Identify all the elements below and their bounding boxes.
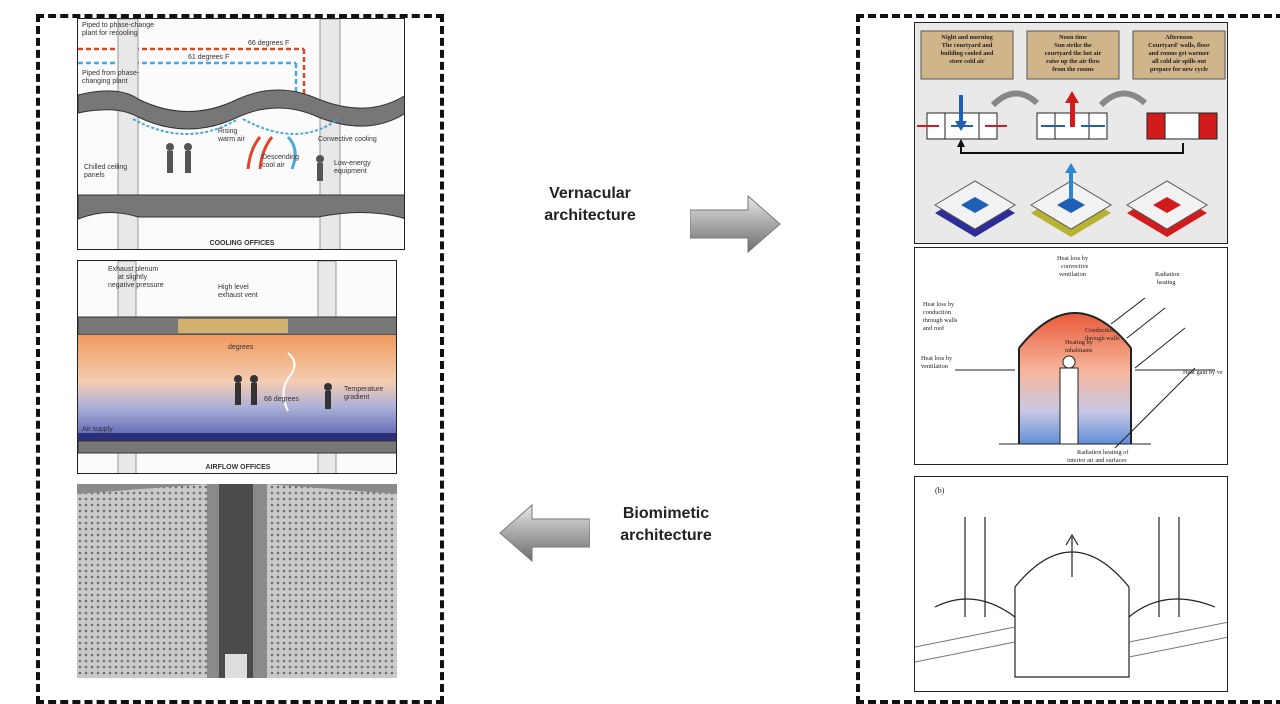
- chilled-label-1: Chilled ceiling: [84, 164, 127, 171]
- dome-conduction-1: Heat loss by: [923, 301, 955, 308]
- box2-line2: Sun strike the: [1054, 42, 1092, 49]
- biomimetic-label: Biomimetic architecture: [606, 503, 726, 547]
- dome-heat-diagram: Heat loss by convective ventilation Radi…: [914, 247, 1228, 465]
- cistern-tag: (b): [935, 486, 945, 495]
- vernacular-label-line2: architecture: [544, 207, 636, 224]
- dome-conduction-4: and roof: [923, 325, 945, 332]
- air-supply-label: Air supply: [82, 426, 113, 433]
- temp-66-label: 66 degrees F: [248, 40, 289, 47]
- descending-label-1: Descending: [262, 154, 299, 161]
- piped-to-label-1: Piped to phase-change: [82, 22, 154, 29]
- piped-from-label-1: Piped from phase-: [82, 70, 140, 77]
- box1-line2: The courtyard and: [942, 42, 993, 49]
- gradient-label-1: Temperature: [344, 386, 383, 393]
- dome-interior-2: interior air and surfaces: [1067, 457, 1127, 464]
- box1-line4: store cold air: [949, 58, 984, 65]
- temp-61-label: 61 degrees F: [188, 54, 229, 61]
- vernacular-label: Vernacular architecture: [530, 183, 650, 227]
- high-level-label-2: exhaust vent: [218, 292, 258, 299]
- dome-convective-2: convective: [1061, 263, 1088, 270]
- low-energy-label-2: equipment: [334, 168, 367, 175]
- dome-convective-1: Heat loss by: [1057, 255, 1089, 262]
- exhaust-label-1: Exhaust plenum: [108, 266, 158, 273]
- dome-inhabitants-1: Heating by: [1065, 339, 1094, 346]
- dome-inhabitants-2: inhabitants: [1065, 347, 1093, 354]
- box1-line3: building cooled and: [941, 50, 994, 57]
- dome-inner-conduction-2: through walls: [1085, 335, 1120, 342]
- vernacular-label-line1: Vernacular: [549, 185, 631, 202]
- box3-line2: Courtyard' walls, floor: [1148, 42, 1210, 49]
- box3-line5: prepare for new cycle: [1150, 66, 1208, 73]
- descending-label-2: cool air: [262, 162, 285, 169]
- dome-radiation-1: Radiation: [1155, 271, 1180, 278]
- courtyard-cycle-diagram: Night and morning The courtyard and buil…: [914, 22, 1228, 244]
- exhaust-label-3: negative pressure: [108, 282, 164, 289]
- gradient-label-2: gradient: [344, 394, 369, 401]
- box3-line1: Afternoon: [1165, 34, 1193, 41]
- piped-to-label-2: plant for recooling: [82, 30, 138, 37]
- dome-ventilation-1: Heat loss by: [921, 355, 953, 362]
- low-energy-label-1: Low-energy: [334, 160, 371, 167]
- cistern-sketch: (b): [914, 476, 1228, 692]
- airflow-offices-diagram: Exhaust plenum at slightly negative pres…: [77, 260, 397, 474]
- rising-label-1: Rising: [218, 128, 238, 135]
- piped-from-label-2: changing plant: [82, 78, 128, 85]
- box1-line1: Night and morning: [941, 34, 993, 41]
- left-arrow-icon: [499, 503, 590, 563]
- right-arrow-icon: [690, 194, 781, 254]
- biomimetic-label-line1: Biomimetic: [622, 505, 710, 522]
- high-level-label-1: High level: [218, 284, 249, 291]
- dome-gain: Heat gain by ve: [1183, 369, 1223, 376]
- dome-inner-conduction-1: Conduction: [1085, 327, 1115, 334]
- box2-line4: raise up the air flow: [1046, 58, 1100, 65]
- degrees-top-label: degrees: [228, 344, 254, 351]
- biomimetic-label-line2: architecture: [620, 527, 712, 544]
- box2-line3: courtyard the hot air: [1045, 50, 1102, 57]
- radiant-panel-photo: [77, 484, 397, 678]
- degrees-mid-label: 68 degrees: [264, 396, 300, 403]
- airflow-offices-title: AIRFLOW OFFICES: [206, 464, 271, 471]
- cooling-offices-title: COOLING OFFICES: [210, 240, 275, 247]
- convective-label: Convective cooling: [318, 136, 377, 143]
- dome-conduction-3: through walls: [923, 317, 958, 324]
- box2-line1: Noon time: [1059, 34, 1087, 41]
- dome-interior-1: Radiation heating of: [1077, 449, 1129, 456]
- box3-line4: all cold air spills out: [1152, 58, 1207, 65]
- box2-line5: from the rooms: [1052, 66, 1094, 73]
- dome-ventilation-2: ventilation: [921, 363, 949, 370]
- chilled-label-2: panels: [84, 172, 105, 179]
- dome-convective-3: ventilation: [1059, 271, 1087, 278]
- rising-label-2: warm air: [217, 136, 246, 143]
- exhaust-label-2: at slightly: [118, 274, 148, 281]
- dome-conduction-2: conduction: [923, 309, 952, 316]
- cooling-offices-diagram: Piped to phase-change plant for recoolin…: [77, 18, 405, 250]
- box3-line3: and rooms get warmer: [1149, 50, 1210, 57]
- dome-radiation-2: heating: [1157, 279, 1176, 286]
